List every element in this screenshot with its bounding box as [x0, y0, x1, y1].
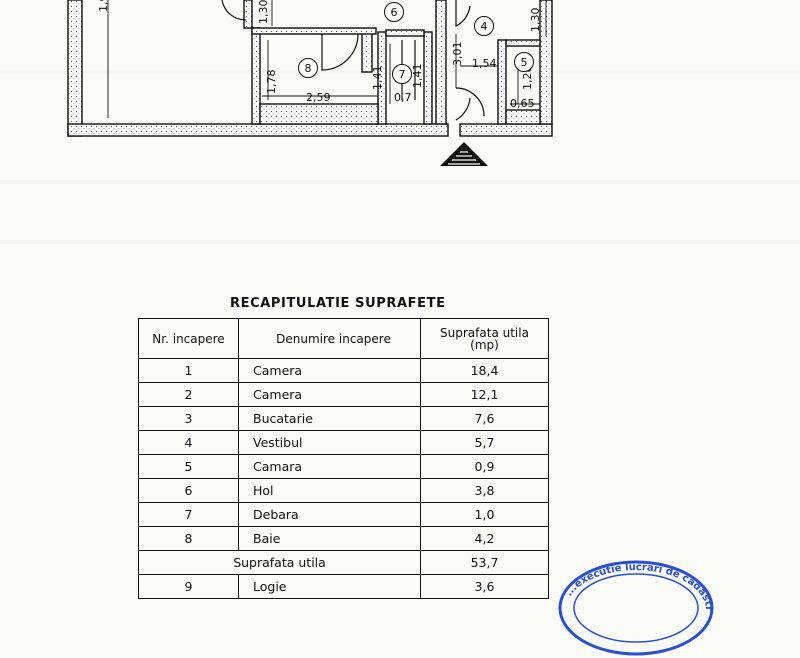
cadastral-stamp: ...executie lucrari de cadastru: [556, 558, 714, 656]
cell-name: Hol: [238, 478, 421, 503]
total-label: Suprafata utila: [138, 550, 421, 575]
cell-nr: 2: [138, 382, 239, 407]
room-number-4: 4: [474, 16, 494, 36]
cell-area: 3,8: [420, 478, 549, 503]
table-row: 5 Camara 0,9: [138, 454, 549, 479]
wall-outline: [67, 0, 553, 137]
dimension-label: 0,65: [510, 97, 535, 110]
table-row: 9 Logie 3,6: [138, 574, 549, 599]
entrance-marker-hatch: [448, 151, 480, 165]
room-number-8: 8: [298, 58, 318, 78]
stamp-text: ...executie lucrari de cadastru: [556, 558, 714, 611]
cell-nr: 7: [138, 502, 239, 527]
dimension-label: 3,01: [451, 41, 464, 67]
dimension-label: 2,59: [306, 91, 331, 104]
dimension-label: 0,7: [394, 91, 412, 104]
scan-artifact: [0, 240, 800, 244]
room-number-7: 7: [392, 64, 412, 84]
cell-name: Logie: [238, 574, 421, 599]
cell-area: 7,6: [420, 406, 549, 431]
cell-nr: 3: [138, 406, 239, 431]
svg-text:...executie lucrari de cadastr: ...executie lucrari de cadastru: [556, 558, 714, 611]
cell-name: Bucatarie: [238, 406, 421, 431]
cell-area: 12,1: [420, 382, 549, 407]
cell-name: Camera: [238, 382, 421, 407]
table-row: 2 Camera 12,1: [138, 382, 549, 407]
cell-name: Camera: [238, 358, 421, 383]
table-row: 4 Vestibul 5,7: [138, 430, 549, 455]
cell-area: 1,0: [420, 502, 549, 527]
cell-nr: 8: [138, 526, 239, 551]
cell-area: 3,6: [420, 574, 549, 599]
header-nr: Nr. incapere: [138, 318, 239, 359]
table-row: 7 Debara 1,0: [138, 502, 549, 527]
cell-area: 0,9: [420, 454, 549, 479]
surface-table: Nr. incapere Denumire incapere Suprafata…: [138, 318, 549, 599]
total-row: Suprafata utila 53,7: [138, 550, 549, 575]
cell-nr: 9: [138, 574, 239, 599]
room-number-6: 6: [384, 2, 404, 22]
cell-nr: 4: [138, 430, 239, 455]
table-row: 3 Bucatarie 7,6: [138, 406, 549, 431]
table-body: 1 Camera 18,4 2 Camera 12,1 3 Bucatarie …: [138, 358, 549, 599]
dimension-label: 1,54: [472, 57, 497, 70]
room-number-5: 5: [514, 52, 534, 72]
cell-nr: 5: [138, 454, 239, 479]
dimension-label: 1,9: [97, 0, 110, 12]
table-header-row: Nr. incapere Denumire incapere Suprafata…: [138, 318, 549, 359]
cell-name: Camara: [238, 454, 421, 479]
cell-name: Baie: [238, 526, 421, 551]
cell-nr: 1: [138, 358, 239, 383]
dimension-label: 1,30: [257, 0, 270, 24]
cell-area: 4,2: [420, 526, 549, 551]
table-row: 1 Camera 18,4: [138, 358, 549, 383]
dimension-label: 1,41: [411, 63, 424, 89]
cell-area: 18,4: [420, 358, 549, 383]
summary-title: RECAPITULATIE SUPRAFETE: [230, 296, 446, 311]
dimension-label: 1,41: [371, 65, 384, 91]
total-value: 53,7: [420, 550, 549, 575]
header-area: Suprafata utila (mp): [420, 318, 549, 359]
header-name: Denumire incapere: [238, 318, 421, 359]
entrance-marker: [440, 142, 488, 166]
dimension-label: 1,30: [529, 7, 542, 33]
dimension-label: 1,78: [265, 69, 278, 95]
table-row: 6 Hol 3,8: [138, 478, 549, 503]
dimension-lines: [107, 0, 547, 118]
table-row: 8 Baie 4,2: [138, 526, 549, 551]
cell-name: Vestibul: [238, 430, 421, 455]
cell-area: 5,7: [420, 430, 549, 455]
floor-plan: [67, 0, 553, 166]
cell-nr: 6: [138, 478, 239, 503]
cell-name: Debara: [238, 502, 421, 527]
